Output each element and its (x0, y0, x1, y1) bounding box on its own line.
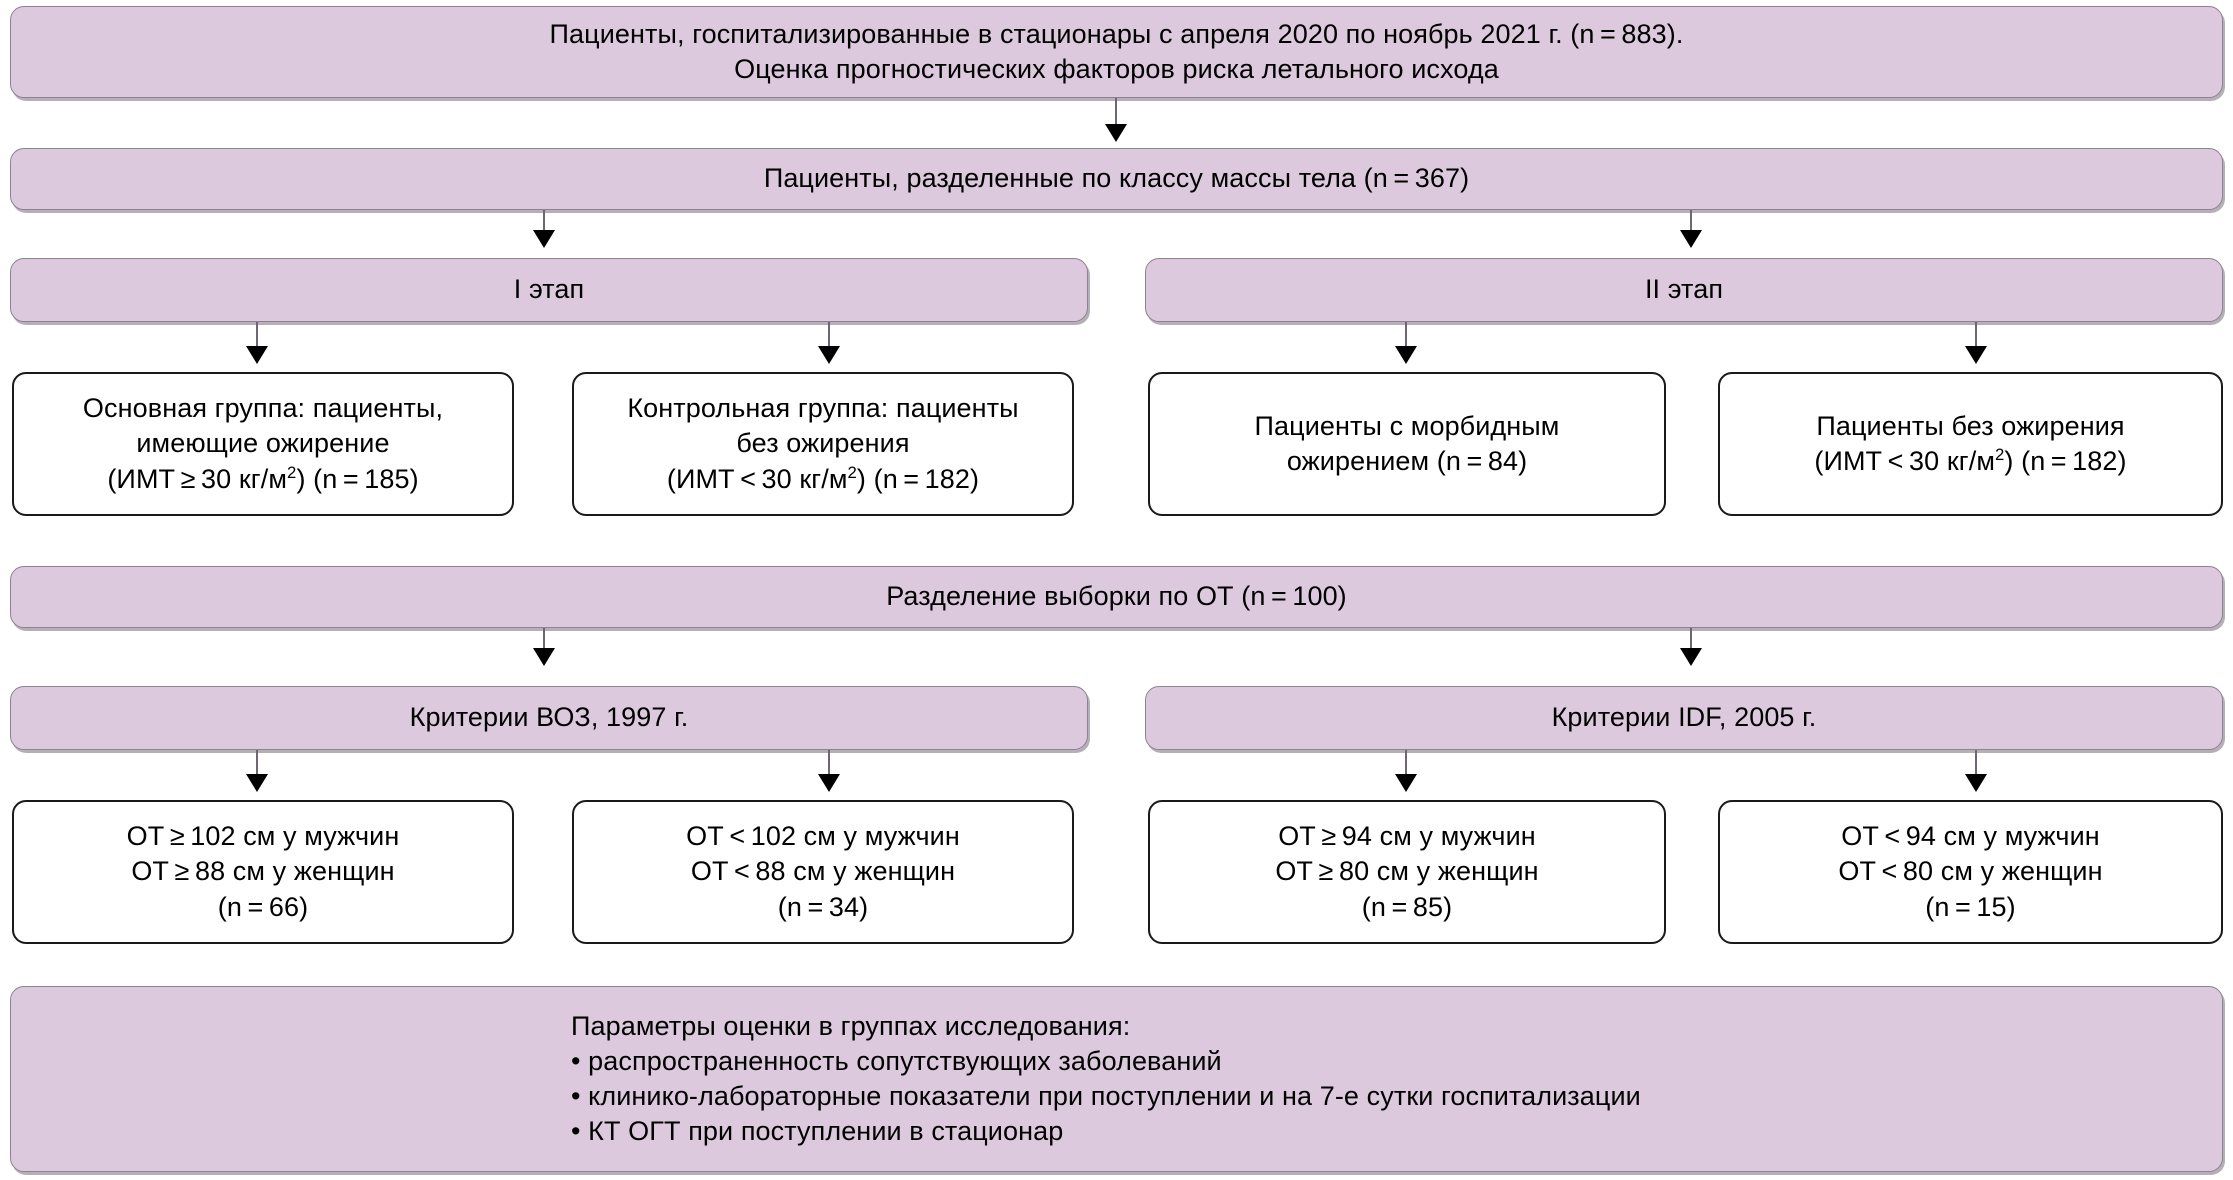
node-control-group-nonobese: Контрольная группа: пациенты без ожирени… (572, 372, 1074, 516)
control-group-line-1: Контрольная группа: пациенты (627, 393, 1019, 424)
control-group-line-3: (ИМТ < 30 кг/м2) (n = 182) (667, 462, 979, 497)
connector-stage2-to-nonobese-group (1975, 322, 1977, 354)
morbid-group-line-1: Пациенты с морбидным (1254, 410, 1560, 441)
arrow-bmi-split-to-stage1 (533, 230, 555, 248)
connector-stage1-to-control-group (828, 322, 830, 354)
node-morbid-obesity-group: Пациенты с морбидным ожирением (n = 84) (1148, 372, 1666, 516)
connector-stage1-to-main-group (256, 322, 258, 354)
node-idf-waist-low: ОТ < 94 см у мужчин ОТ < 80 см у женщин … (1718, 800, 2223, 944)
node-stage-2: II этап (1145, 258, 2223, 322)
arrow-population-to-bmi-split (1105, 124, 1127, 142)
evaluation-parameters-bullet-1: • распространенность сопутствующих забол… (571, 1045, 1222, 1076)
connector-who-to-high-waist (256, 750, 258, 782)
connector-idf-to-high-waist (1405, 750, 1407, 782)
main-group-bmi-exponent: 2 (287, 462, 297, 482)
node-idf-waist-high: ОТ ≥ 94 см у мужчин ОТ ≥ 80 см у женщин … (1148, 800, 1666, 944)
arrow-stage1-to-main-group (246, 346, 268, 364)
who-high-line-1: ОТ ≥ 102 см у мужчин (126, 821, 400, 852)
node-bmi-class-split: Пациенты, разделенные по классу массы те… (10, 148, 2223, 210)
control-group-bmi-exponent: 2 (847, 462, 857, 482)
connector-bmi-split-to-stage2 (1690, 210, 1692, 238)
node-stage-1: I этап (10, 258, 1088, 322)
connector-population-to-bmi-split (1115, 98, 1117, 132)
arrow-stage2-to-nonobese-group (1965, 346, 1987, 364)
node-waist-circumference-split: Разделение выборки по ОТ (n = 100) (10, 566, 2223, 628)
study-population-line-2: Оценка прогностических факторов риска ле… (734, 54, 1499, 84)
idf-low-line-1: ОТ < 94 см у мужчин (1841, 821, 2100, 852)
who-criteria-label: Критерии ВОЗ, 1997 г. (409, 702, 689, 733)
stage2-nonobese-bmi-prefix: (ИМТ < 30 кг/м (1814, 446, 1995, 476)
evaluation-parameters-heading: Параметры оценки в группах исследования: (571, 1010, 1131, 1041)
evaluation-parameters-bullet-2: • клинико-лабораторные показатели при по… (571, 1081, 1641, 1111)
arrow-who-to-low-waist (818, 774, 840, 792)
node-who-waist-low: ОТ < 102 см у мужчин ОТ < 88 см у женщин… (572, 800, 1074, 944)
node-who-waist-high: ОТ ≥ 102 см у мужчин ОТ ≥ 88 см у женщин… (12, 800, 514, 944)
stage2-nonobese-bmi-exponent: 2 (1994, 445, 2005, 464)
control-group-bmi-prefix: (ИМТ < 30 кг/м (666, 463, 848, 494)
stage2-nonobese-bmi-suffix: ) (n = 182) (2004, 446, 2127, 476)
arrow-waist-split-to-idf (1680, 648, 1702, 666)
evaluation-parameters-bullet-3: • КТ ОГТ при поступлении в стационар (571, 1116, 1064, 1147)
arrow-bmi-split-to-stage2 (1680, 230, 1702, 248)
stage-2-label: II этап (1644, 274, 1724, 305)
arrow-stage2-to-morbid-group (1395, 346, 1417, 364)
node-who-criteria: Критерии ВОЗ, 1997 г. (10, 686, 1088, 750)
arrow-who-to-high-waist (246, 774, 268, 792)
control-group-line-2: без ожирения (736, 428, 910, 459)
stage2-nonobese-line-1: Пациенты без ожирения (1816, 410, 2125, 441)
stage2-nonobese-line-2: (ИМТ < 30 кг/м2) (n = 182) (1814, 444, 2126, 479)
connector-waist-split-to-idf (1690, 628, 1692, 656)
control-group-bmi-suffix: ) (n = 182) (856, 463, 980, 494)
idf-high-line-1: ОТ ≥ 94 см у мужчин (1278, 821, 1536, 852)
idf-low-line-2: ОТ < 80 см у женщин (1838, 856, 2103, 887)
who-high-count: (n = 66) (217, 891, 309, 922)
who-high-line-2: ОТ ≥ 88 см у женщин (131, 856, 395, 887)
main-group-line-3: (ИМТ ≥ 30 кг/м2) (n = 185) (107, 462, 418, 497)
who-low-line-1: ОТ < 102 см у мужчин (686, 821, 960, 852)
node-stage2-nonobese-group: Пациенты без ожирения (ИМТ < 30 кг/м2) (… (1718, 372, 2223, 516)
who-low-count: (n = 34) (777, 891, 869, 922)
idf-low-count: (n = 15) (1925, 891, 2016, 922)
connector-waist-split-to-who (543, 628, 545, 656)
node-study-population: Пациенты, госпитализированные в стациона… (10, 6, 2223, 98)
arrow-waist-split-to-who (533, 648, 555, 666)
idf-high-count: (n = 85) (1361, 891, 1453, 922)
main-group-bmi-suffix: ) (n = 185) (296, 463, 419, 494)
connector-who-to-low-waist (828, 750, 830, 782)
idf-high-line-2: ОТ ≥ 80 см у женщин (1275, 856, 1539, 887)
who-low-line-2: ОТ < 88 см у женщин (690, 856, 956, 887)
arrow-stage1-to-control-group (818, 346, 840, 364)
arrow-idf-to-high-waist (1395, 774, 1417, 792)
main-group-line-2: имеющие ожирение (136, 428, 390, 459)
node-main-group-obese: Основная группа: пациенты, имеющие ожире… (12, 372, 514, 516)
morbid-group-line-2: ожирением (n = 84) (1286, 446, 1528, 476)
study-population-line-1: Пациенты, госпитализированные в стациона… (549, 18, 1684, 49)
waist-split-label: Разделение выборки по ОТ (n = 100) (886, 581, 1347, 612)
connector-stage2-to-morbid-group (1405, 322, 1407, 354)
stage-1-label: I этап (513, 274, 585, 305)
connector-bmi-split-to-stage1 (543, 210, 545, 238)
arrow-idf-to-low-waist (1965, 774, 1987, 792)
connector-idf-to-low-waist (1975, 750, 1977, 782)
main-group-line-1: Основная группа: пациенты, (82, 393, 444, 424)
bmi-class-split-label: Пациенты, разделенные по классу массы те… (763, 163, 1470, 194)
idf-criteria-label: Критерии IDF, 2005 г. (1551, 702, 1817, 733)
node-evaluation-parameters: Параметры оценки в группах исследования:… (10, 986, 2223, 1172)
main-group-bmi-prefix: (ИМТ ≥ 30 кг/м (107, 463, 288, 494)
node-idf-criteria: Критерии IDF, 2005 г. (1145, 686, 2223, 750)
